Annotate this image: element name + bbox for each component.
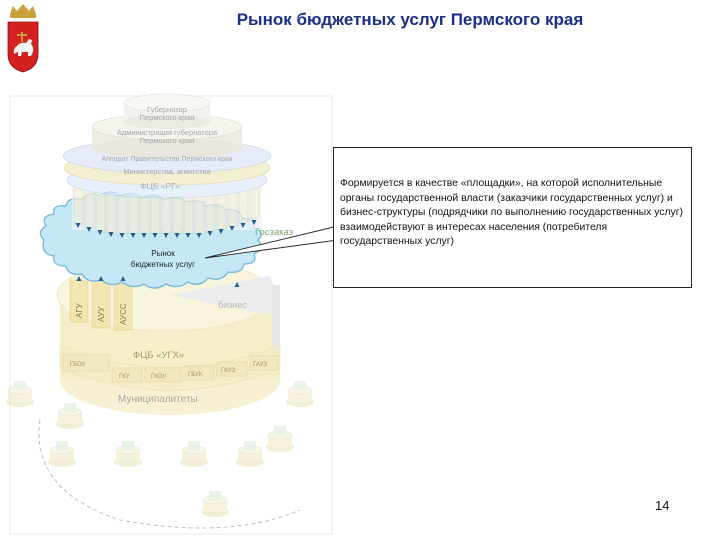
- institution-cells: [62, 354, 279, 383]
- fcb-rg-label: ФЦБ «РГ»: [140, 181, 180, 191]
- governor-label-2: Пермского края: [140, 113, 195, 122]
- cell-label-0: ГБОУ: [70, 362, 86, 368]
- supply-arrows: [76, 276, 240, 287]
- municipalities-label: Муниципалитеты: [118, 394, 198, 405]
- government-cake: [62, 93, 272, 235]
- gos-zakaz-arrows: [75, 220, 257, 238]
- perm-krai-coat-of-arms-icon: [7, 4, 39, 73]
- callout-text: Формируется в качестве «площадки», на ко…: [340, 178, 683, 248]
- administration-label-1: Администрация губернатора: [117, 128, 218, 137]
- municipality-dashed-arc: [38, 419, 301, 529]
- fcb-ugh-label: ФЦБ «УГХ»: [133, 350, 184, 361]
- business-label: бизнес: [218, 300, 247, 310]
- budget-market-diagram: АГУ АУУ АУСС бизнес ФЦБ «УГХ» ГБОУ ГКУ Г…: [6, 93, 339, 535]
- agency-agu-label: АГУ: [75, 302, 84, 318]
- callout-box: [333, 147, 692, 288]
- administration-label-2: Пермского края: [140, 136, 195, 145]
- cell-label-4: ГКУЗ: [221, 368, 235, 374]
- agency-auss-label: АУСС: [119, 303, 128, 325]
- market-label-1: Рынок: [151, 249, 175, 258]
- cell-label-3: ГБУК: [188, 372, 203, 378]
- cell-label-1: ГКУ: [119, 374, 130, 380]
- ministries-label: Министерства, агентства: [123, 167, 211, 176]
- cell-label-5: ГАУЗ: [253, 362, 267, 368]
- page-title: Рынок бюджетных услуг Пермского края: [236, 10, 584, 29]
- municipal-mini-cakes: [6, 381, 314, 517]
- market-label-2: бюджетных услуг: [131, 260, 195, 269]
- bear-icon: [13, 39, 34, 56]
- cell-label-2: ГКОУ: [151, 374, 166, 380]
- gos-zakaz-label: Госзаказ: [255, 227, 293, 238]
- agency-auu-label: АУУ: [97, 306, 106, 322]
- governor-label-1: Губернатор: [147, 105, 187, 114]
- apparatus-label: Аппарат Правительства Пермского края: [101, 156, 232, 163]
- page-number: 14: [655, 498, 670, 513]
